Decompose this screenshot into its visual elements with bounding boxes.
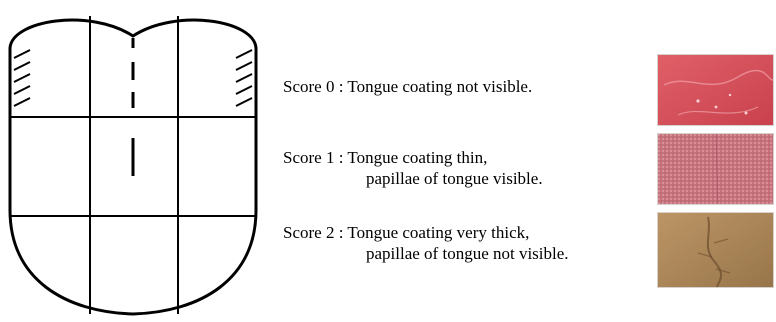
score-label: Score 1 : (283, 148, 343, 167)
tongue-photo-score-2 (657, 212, 774, 288)
score-2-description: Score 2 : Tongue coating very thick, pap… (283, 222, 569, 264)
photo-texture (658, 134, 774, 205)
tongue-region-diagram (0, 0, 270, 322)
score-1-description: Score 1 : Tongue coating thin, papillae … (283, 147, 543, 189)
score-text-continued: papillae of tongue visible. (283, 168, 543, 189)
tongue-photo-score-0 (657, 54, 774, 126)
right-edge-hatching (236, 50, 252, 106)
photo-texture (658, 55, 774, 126)
tongue-photo-score-1 (657, 133, 774, 205)
left-edge-hatching (14, 50, 30, 106)
score-label: Score 2 : (283, 223, 343, 242)
score-text: Tongue coating not visible. (347, 77, 532, 96)
score-0-description: Score 0 : Tongue coating not visible. (283, 76, 532, 97)
photo-texture (658, 213, 774, 288)
score-text-continued: papillae of tongue not visible. (283, 243, 569, 264)
score-label: Score 0 : (283, 77, 343, 96)
score-text: Tongue coating very thick, (347, 223, 529, 242)
score-text: Tongue coating thin, (347, 148, 487, 167)
